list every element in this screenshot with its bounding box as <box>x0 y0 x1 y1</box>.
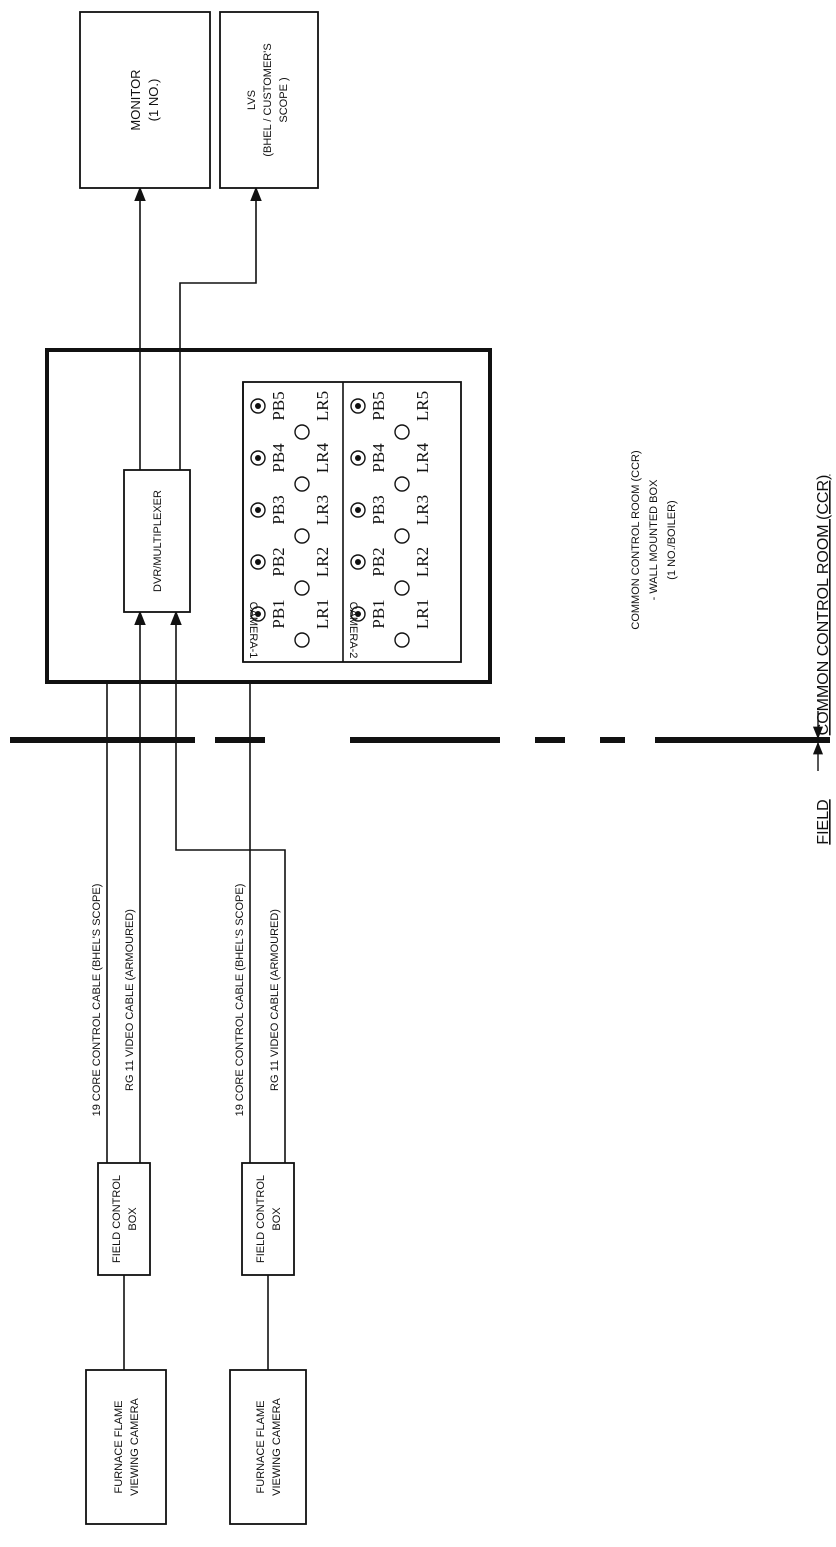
ccr-note-line2: - WALL MOUNTED BOX <box>648 479 660 600</box>
lamp-lr5-icon <box>394 424 410 440</box>
dvr-multiplexer-box: DVR/MULTIPLEXER <box>123 469 191 613</box>
lamp-lr4-icon <box>294 476 310 492</box>
cam1-video-cable-label: RG 11 VIDEO CABLE (ARMOURED) <box>124 909 136 1091</box>
pb3-indicator-icon[interactable] <box>250 502 266 518</box>
pb1-indicator-icon[interactable] <box>350 398 366 414</box>
camera-control-panel: CAMERA-1 CAMERA-2 PB5 PB4 PB3 PB2 PB1 LR… <box>242 381 462 663</box>
field-title: FIELD <box>815 799 832 844</box>
pb2-indicator-icon[interactable] <box>350 450 366 466</box>
pb2-label: PB2 <box>269 547 288 576</box>
pb2-label: PB2 <box>369 547 388 576</box>
lr5-label: LR5 <box>413 391 432 421</box>
pb4-label: PB4 <box>269 443 288 473</box>
lvs-scope-line1: (BHEL / CUSTOMER'S <box>262 43 274 156</box>
cam2-control-cable-label: 19 CORE CONTROL CABLE (BHEL'S SCOPE) <box>234 884 246 1117</box>
fcb1-label-line1: FIELD CONTROL <box>111 1175 123 1263</box>
lr3-label: LR3 <box>313 495 332 525</box>
lr5-label: LR5 <box>313 391 332 421</box>
camera2-label-line2: VIEWING CAMERA <box>271 1397 283 1495</box>
pb4-label: PB4 <box>369 443 388 473</box>
dvr-label: DVR/MULTIPLEXER <box>152 490 164 592</box>
fcb2-label-line1: FIELD CONTROL <box>255 1175 267 1263</box>
lr2-label: LR2 <box>413 547 432 577</box>
lvs-box: LVS (BHEL / CUSTOMER'S SCOPE ) <box>219 11 319 189</box>
lamp-lr2-icon <box>394 580 410 596</box>
camera2-label-line1: FURNACE FLAME <box>255 1401 267 1494</box>
lr1-label: LR1 <box>313 599 332 629</box>
pb5-indicator-icon[interactable] <box>250 606 266 622</box>
cam1-control-cable-label: 19 CORE CONTROL CABLE (BHEL'S SCOPE) <box>91 884 103 1117</box>
fcb2-label-line2: BOX <box>271 1207 283 1231</box>
pb1-indicator-icon[interactable] <box>250 398 266 414</box>
lvs-label: LVS <box>246 90 258 110</box>
lr2-label: LR2 <box>313 547 332 577</box>
pb1-label: PB1 <box>369 599 388 628</box>
lvs-scope-line2: SCOPE ) <box>278 77 290 122</box>
monitor-label: MONITOR <box>128 69 143 130</box>
lamp-lr5-icon <box>294 424 310 440</box>
pb4-indicator-icon[interactable] <box>250 554 266 570</box>
lr4-label: LR4 <box>313 442 332 473</box>
pb3-label: PB3 <box>269 495 288 524</box>
lamp-lr2-icon <box>294 580 310 596</box>
camera1-label-line2: VIEWING CAMERA <box>129 1397 141 1495</box>
monitor-box: MONITOR (1 NO.) <box>79 11 211 189</box>
camera-1-controls: PB5 PB4 PB3 PB2 PB1 LR5 LR4 LR3 LR2 LR1 <box>250 391 332 648</box>
camera1-label-line1: FURNACE FLAME <box>113 1401 125 1494</box>
lr1-label: LR1 <box>413 599 432 629</box>
pb5-indicator-icon[interactable] <box>350 606 366 622</box>
lr3-label: LR3 <box>413 495 432 525</box>
field-control-box-1: FIELD CONTROL BOX <box>97 1162 151 1276</box>
ccr-title: COMMON CONTROL ROOM (CCR) <box>815 475 832 736</box>
ccr-note: COMMON CONTROL ROOM (CCR) - WALL MOUNTED… <box>630 450 678 629</box>
pb2-indicator-icon[interactable] <box>250 450 266 466</box>
lamp-lr3-icon <box>394 528 410 544</box>
lamp-lr3-icon <box>294 528 310 544</box>
ccr-wall-mounted-box <box>45 348 492 684</box>
pb3-indicator-icon[interactable] <box>350 502 366 518</box>
pb1-label: PB1 <box>269 599 288 628</box>
lamp-lr1-icon <box>394 632 410 648</box>
field-control-box-2: FIELD CONTROL BOX <box>241 1162 295 1276</box>
pb4-indicator-icon[interactable] <box>350 554 366 570</box>
connector-cable-cam2-video <box>170 610 286 1163</box>
pb5-label: PB5 <box>269 391 288 420</box>
ccr-note-line1: COMMON CONTROL ROOM (CCR) <box>630 450 642 629</box>
furnace-camera-1: FURNACE FLAME VIEWING CAMERA <box>85 1369 167 1525</box>
pb5-label: PB5 <box>369 391 388 420</box>
connector-dvr-to-lvs <box>179 186 262 470</box>
camera-2-controls: PB5 PB4 PB3 PB2 PB1 LR5 LR4 LR3 LR2 LR1 <box>350 391 432 648</box>
lr4-label: LR4 <box>413 442 432 473</box>
furnace-camera-2: FURNACE FLAME VIEWING CAMERA <box>229 1369 307 1525</box>
ccr-note-line3: (1 NO./BOILER) <box>666 500 678 579</box>
lamp-lr1-icon <box>294 632 310 648</box>
fcb1-label-line2: BOX <box>127 1207 139 1231</box>
lamp-lr4-icon <box>394 476 410 492</box>
monitor-count: (1 NO.) <box>146 79 161 122</box>
pb3-label: PB3 <box>369 495 388 524</box>
cam2-video-cable-label: RG 11 VIDEO CABLE (ARMOURED) <box>269 909 281 1091</box>
